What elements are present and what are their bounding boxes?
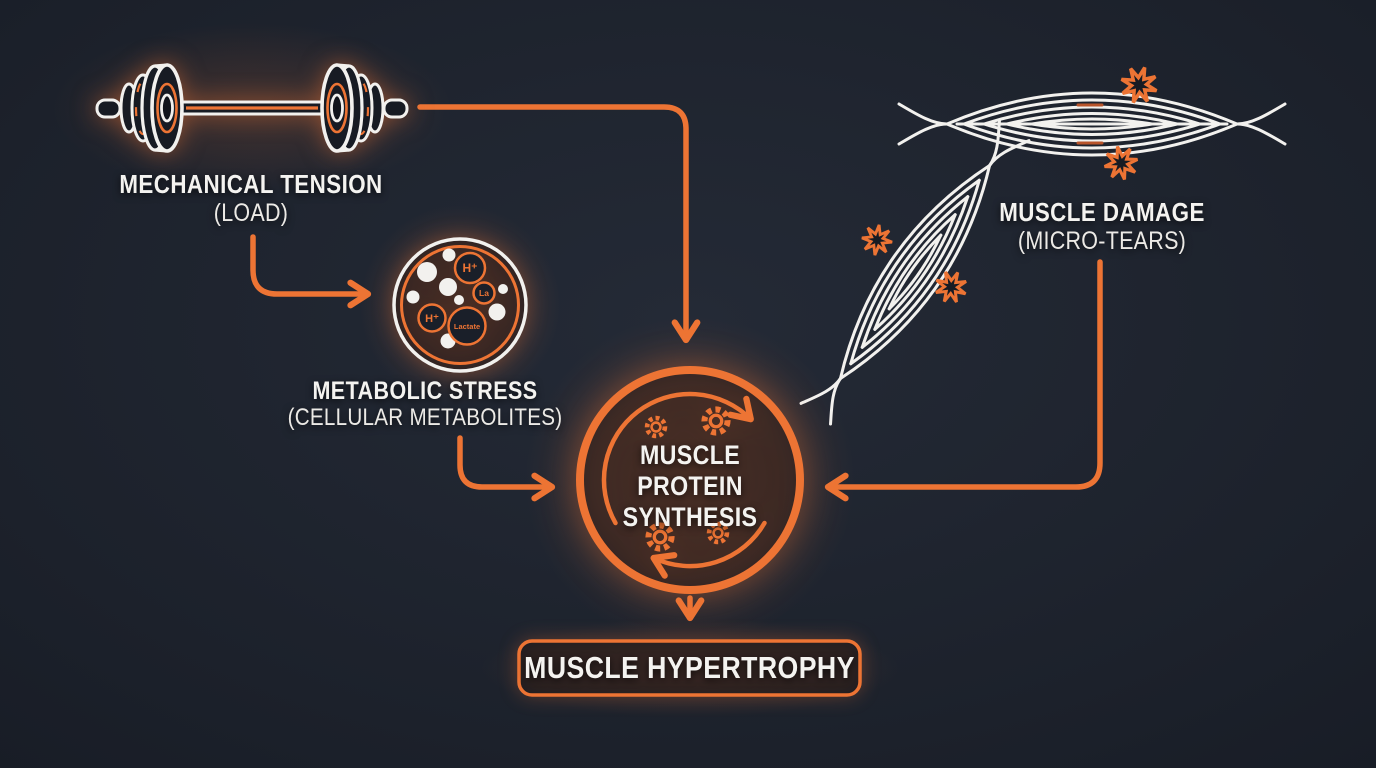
metabolic-stress-label: METABOLIC STRESS (CELLULAR METABOLITES) [266, 377, 584, 432]
arrow-damage-to-mps [824, 259, 1103, 502]
chip-h-plus-2: H⁺ [425, 313, 439, 325]
mps-line-3: SYNTHESIS [622, 502, 758, 532]
chip-lactate: Lactate [454, 322, 480, 331]
muscle-protein-synthesis-label: MUSCLE PROTEIN SYNTHESIS [604, 440, 776, 533]
muscle-damage-label: MUSCLE DAMAGE (MICRO-TEARS) [952, 197, 1253, 256]
arrow-tension-to-mps [417, 104, 701, 344]
muscle-fiber-diagonal-icon [799, 118, 1031, 426]
metabolite-chip-labels: H⁺ La H⁺ Lactate [425, 261, 489, 331]
cellular-metabolites-sublabel: (CELLULAR METABOLITES) [287, 404, 563, 431]
arrow-tension-to-metabolic [250, 234, 372, 309]
hypertrophy-box [517, 639, 862, 697]
metabolite-cell-icon: H⁺ La H⁺ Lactate [392, 237, 528, 373]
tear-burst-icon [858, 221, 896, 259]
muscle-hypertrophy-label: MUSCLE HYPERTROPHY [524, 649, 855, 685]
micro-tears-sublabel: (MICRO-TEARS) [1017, 227, 1187, 256]
mechanical-tension-label: MECHANICAL TENSION (LOAD) [101, 169, 402, 228]
mps-line-1: MUSCLE [639, 440, 741, 470]
barbell-icon [95, 63, 409, 153]
chip-h-plus-1: H⁺ [463, 261, 478, 275]
cycle-arrows [601, 391, 767, 579]
connector-arrows [250, 104, 1103, 622]
metabolic-stress-title: METABOLIC STRESS [312, 377, 538, 405]
mechanical-tension-title: MECHANICAL TENSION [119, 169, 383, 199]
muscle-fiber-horizontal-icon [897, 91, 1287, 157]
metabolite-dots [406, 248, 508, 349]
metabolite-chips [417, 251, 496, 346]
arrow-metabolic-to-mps [457, 435, 556, 502]
load-sublabel: (LOAD) [213, 199, 289, 228]
mps-line-2: PROTEIN [637, 471, 743, 501]
chip-la: La [479, 288, 489, 298]
synthesis-cycle-icon [576, 366, 804, 594]
muscle-damage-title: MUSCLE DAMAGE [999, 197, 1205, 227]
